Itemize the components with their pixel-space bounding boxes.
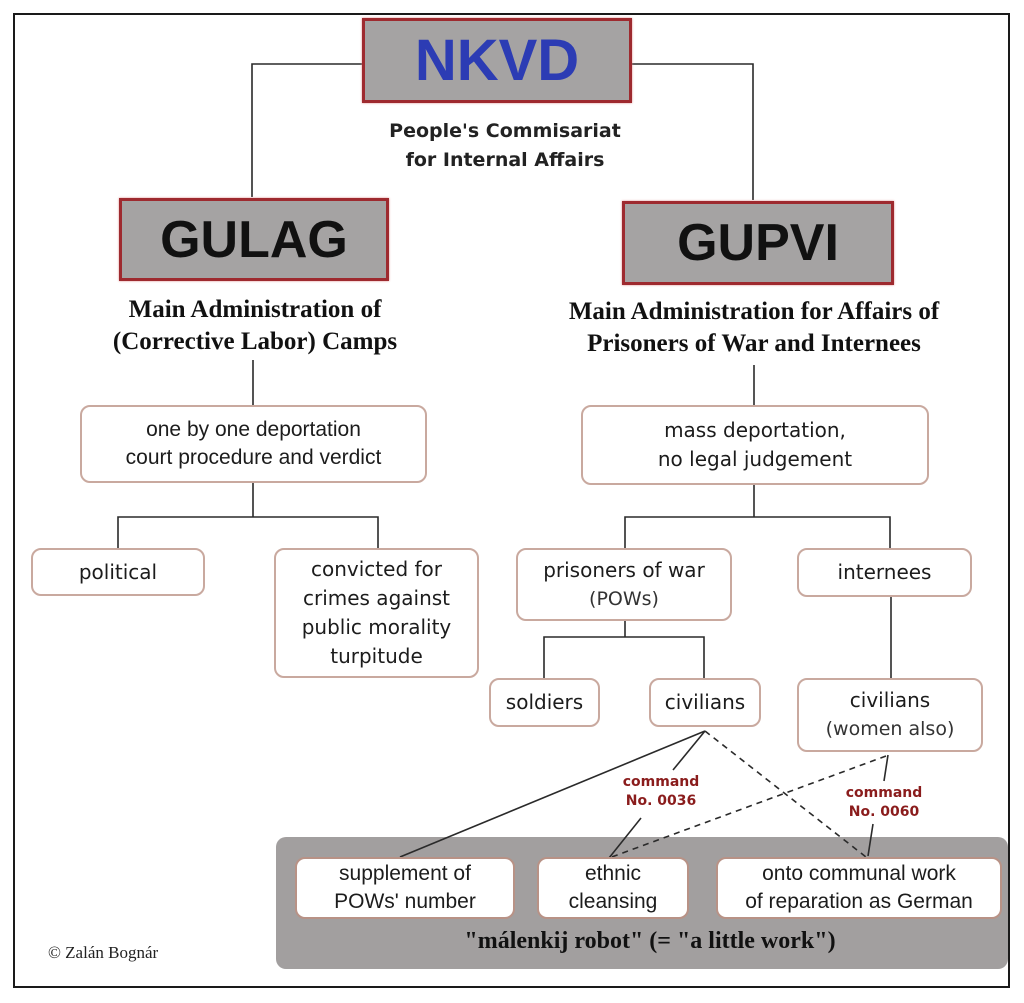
outcome-line: ethnic [584,862,642,885]
nkvd-box: NKVD [362,18,632,103]
diagram-frame [13,13,1010,988]
gupvi-subtitle: Main Administration for Affairs of Priso… [520,296,988,360]
gulag-process-line: one by one deportation [146,418,361,441]
soldiers-node: soldiers [489,678,600,727]
internee-civilians-note: (women also) [825,718,955,740]
gupvi-process-line: no legal judgement [657,447,853,471]
political-node: political [31,548,205,596]
pows-node: prisoners of war (POWs) [516,548,732,621]
convicted-node: convicted for crimes against public mora… [274,548,479,678]
internees-label: internees [837,560,932,584]
gulag-subtitle-line: Main Administration of [128,296,382,323]
gupvi-process-line: mass deportation, [664,418,846,442]
connector-nkvd-gulag [251,63,362,197]
nkvd-subtitle-line: People's Commisariat [389,120,621,142]
command-line: command [622,774,700,790]
command-line: No. 0060 [848,804,920,820]
outcome-line: cleansing [568,890,658,913]
outcome-communal-node: onto communal work of reparation as Germ… [716,857,1002,919]
gulag-title: GULAG [160,210,348,269]
connector-civilians-cmd0036 [672,730,706,771]
connector-pows-children [543,636,705,678]
internees-node: internees [797,548,972,597]
gulag-box: GULAG [119,198,389,281]
connector-cmd0036-ethnic [608,817,642,859]
convicted-line: crimes against [302,586,451,610]
connector-nkvd-gupvi [630,63,754,200]
gupvi-process-node: mass deportation, no legal judgement [581,405,929,485]
dashed-civilians-communal [704,730,867,858]
pows-note: (POWs) [589,587,659,610]
outcome-line: POWs' number [334,890,476,913]
convicted-line: public morality [301,615,452,639]
connector-gulag-children [117,516,379,548]
command-line: command [845,785,923,801]
connector-internee-civilians-cmd0060 [883,754,889,782]
malenkij-robot-caption: "málenkij robot" (= "a little work") [464,928,836,954]
gupvi-title: GUPVI [677,214,839,272]
connector-gupvi-children [624,516,891,548]
outcome-line: onto communal work [762,862,956,885]
connector-civilians-supplement [399,730,706,858]
pow-civilians-node: civilians [649,678,761,727]
gulag-subtitle: Main Administration of (Corrective Labor… [60,294,450,358]
connector-cmd0060-communal [867,823,874,857]
command-0036-label: command No. 0036 [606,773,716,811]
pows-label: prisoners of war [543,557,705,582]
command-0060-label: command No. 0060 [829,784,939,822]
gupvi-subtitle-line: Main Administration for Affairs of [568,298,940,325]
command-line: No. 0036 [625,793,697,809]
internee-civilians-node: civilians (women also) [797,678,983,752]
convicted-line: convicted for [311,557,442,581]
gulag-subtitle-line: (Corrective Labor) Camps [112,328,398,355]
gulag-process-node: one by one deportation court procedure a… [80,405,427,483]
internee-civilians-label: civilians [849,688,931,712]
outcome-line: supplement of [339,862,471,885]
outcome-supplement-node: supplement of POWs' number [295,857,515,919]
outcome-ethnic-node: ethnic cleansing [537,857,689,919]
nkvd-subtitle-line: for Internal Affairs [405,149,605,171]
gulag-process-line: court procedure and verdict [125,446,382,469]
gupvi-box: GUPVI [622,201,894,285]
political-label: political [78,559,158,584]
outcome-line: of reparation as German [745,890,973,913]
copyright-label: © Zalán Bognár [48,943,159,962]
soldiers-label: soldiers [505,690,584,714]
gupvi-subtitle-line: Prisoners of War and Internees [587,330,921,357]
nkvd-title: NKVD [414,28,580,93]
dashed-internees-ethnic [608,755,887,859]
convicted-line: turpitude [330,644,423,668]
nkvd-subtitle: People's Commisariat for Internal Affair… [340,117,670,175]
pow-civilians-label: civilians [664,690,746,714]
